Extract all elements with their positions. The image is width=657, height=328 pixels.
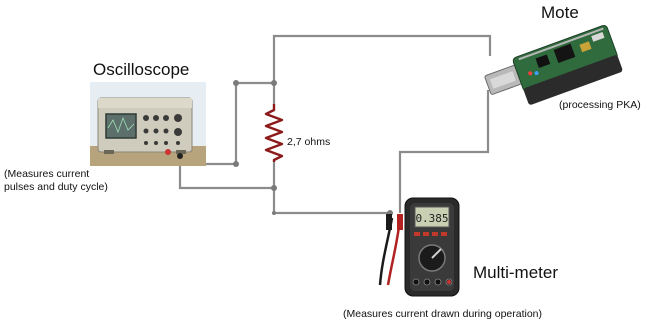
junctions <box>233 80 393 216</box>
multimeter-reading: 0.385 <box>415 212 448 225</box>
junction-dot <box>233 80 239 86</box>
wires <box>166 34 492 215</box>
mote-note: (processing PKA) <box>559 99 641 111</box>
multimeter-image: 0.385 <box>378 197 460 297</box>
resistor-symbol <box>264 104 284 162</box>
junction-dot <box>233 161 239 167</box>
oscilloscope-note-line2: pulses and duty cycle) <box>4 180 108 193</box>
mote-title: Mote <box>541 3 579 22</box>
wire-scope-right-probe <box>178 158 274 190</box>
wire-mote-to-meter <box>398 90 490 213</box>
oscilloscope-title: Oscilloscope <box>93 60 190 79</box>
junction-dot <box>271 185 277 191</box>
resistor-label: 2,7 ohms <box>287 136 331 148</box>
oscilloscope-note-line1: (Measures current <box>4 168 90 180</box>
oscilloscope-note: (Measures current pulses and duty cycle) <box>4 168 108 193</box>
junction-dot <box>271 80 277 86</box>
junction-dot <box>272 211 276 215</box>
wire-top-to-mote <box>272 34 492 85</box>
multimeter-note: (Measures current drawn during operation… <box>343 308 543 320</box>
oscilloscope-image <box>90 82 206 166</box>
multimeter-title: Multi-meter <box>473 263 559 282</box>
mote-image <box>484 24 623 105</box>
